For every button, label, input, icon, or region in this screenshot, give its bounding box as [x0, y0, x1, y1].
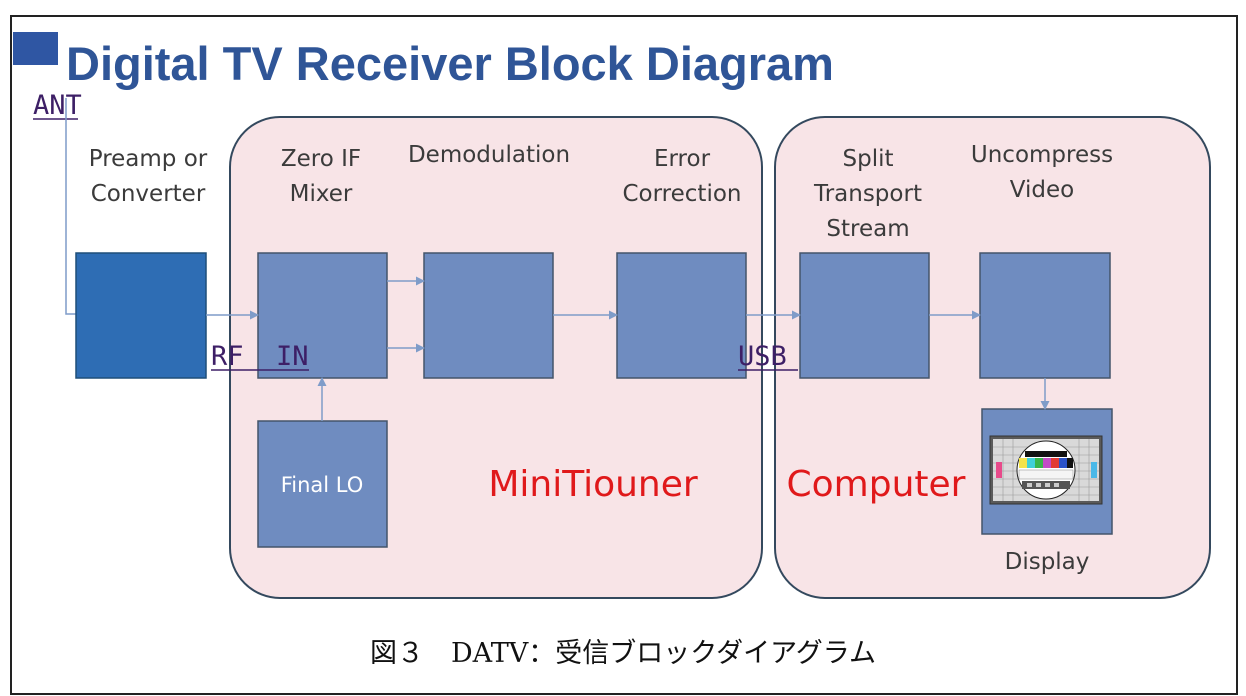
- antenna-line: [65, 98, 76, 315]
- preamp-block: [75, 252, 207, 379]
- test-card-image: [989, 435, 1103, 505]
- final-lo-block: [257, 420, 388, 548]
- display-label: Display: [1005, 549, 1090, 575]
- error-label-line2: Correction: [623, 181, 742, 207]
- minitiouner-label: MiniTiouner: [488, 464, 698, 505]
- title-square-icon: [13, 32, 58, 65]
- page-title: Digital TV Receiver Block Diagram: [66, 37, 834, 90]
- uncompress-video-block: [979, 252, 1111, 379]
- uncompress-label-line2: Video: [1010, 177, 1074, 203]
- error-correction-block: [616, 252, 747, 379]
- demod-label: Demodulation: [408, 142, 570, 168]
- figure-border: [10, 15, 1238, 695]
- final-lo-label: Final LO: [281, 473, 364, 497]
- error-label-line1: Error: [654, 146, 711, 172]
- split-transport-block: [799, 252, 930, 379]
- demodulation-block: [423, 252, 554, 379]
- zero-if-label-line2: Mixer: [290, 181, 353, 207]
- uncompress-label-line1: Uncompress: [971, 142, 1113, 168]
- ant-label: ANT: [33, 90, 82, 121]
- usb-label: USB: [738, 341, 787, 372]
- split-label-line1: Split: [843, 146, 894, 172]
- preamp-label-line1: Preamp or: [89, 146, 208, 172]
- rf-in-label: RF IN: [211, 341, 309, 372]
- split-label-line3: Stream: [826, 216, 909, 242]
- figure-caption: 図３ DATV：受信ブロックダイアグラム: [370, 638, 876, 669]
- split-label-line2: Transport: [813, 181, 922, 207]
- preamp-label-line2: Converter: [91, 181, 206, 207]
- zero-if-label-line1: Zero IF: [281, 146, 361, 172]
- computer-label: Computer: [787, 464, 966, 505]
